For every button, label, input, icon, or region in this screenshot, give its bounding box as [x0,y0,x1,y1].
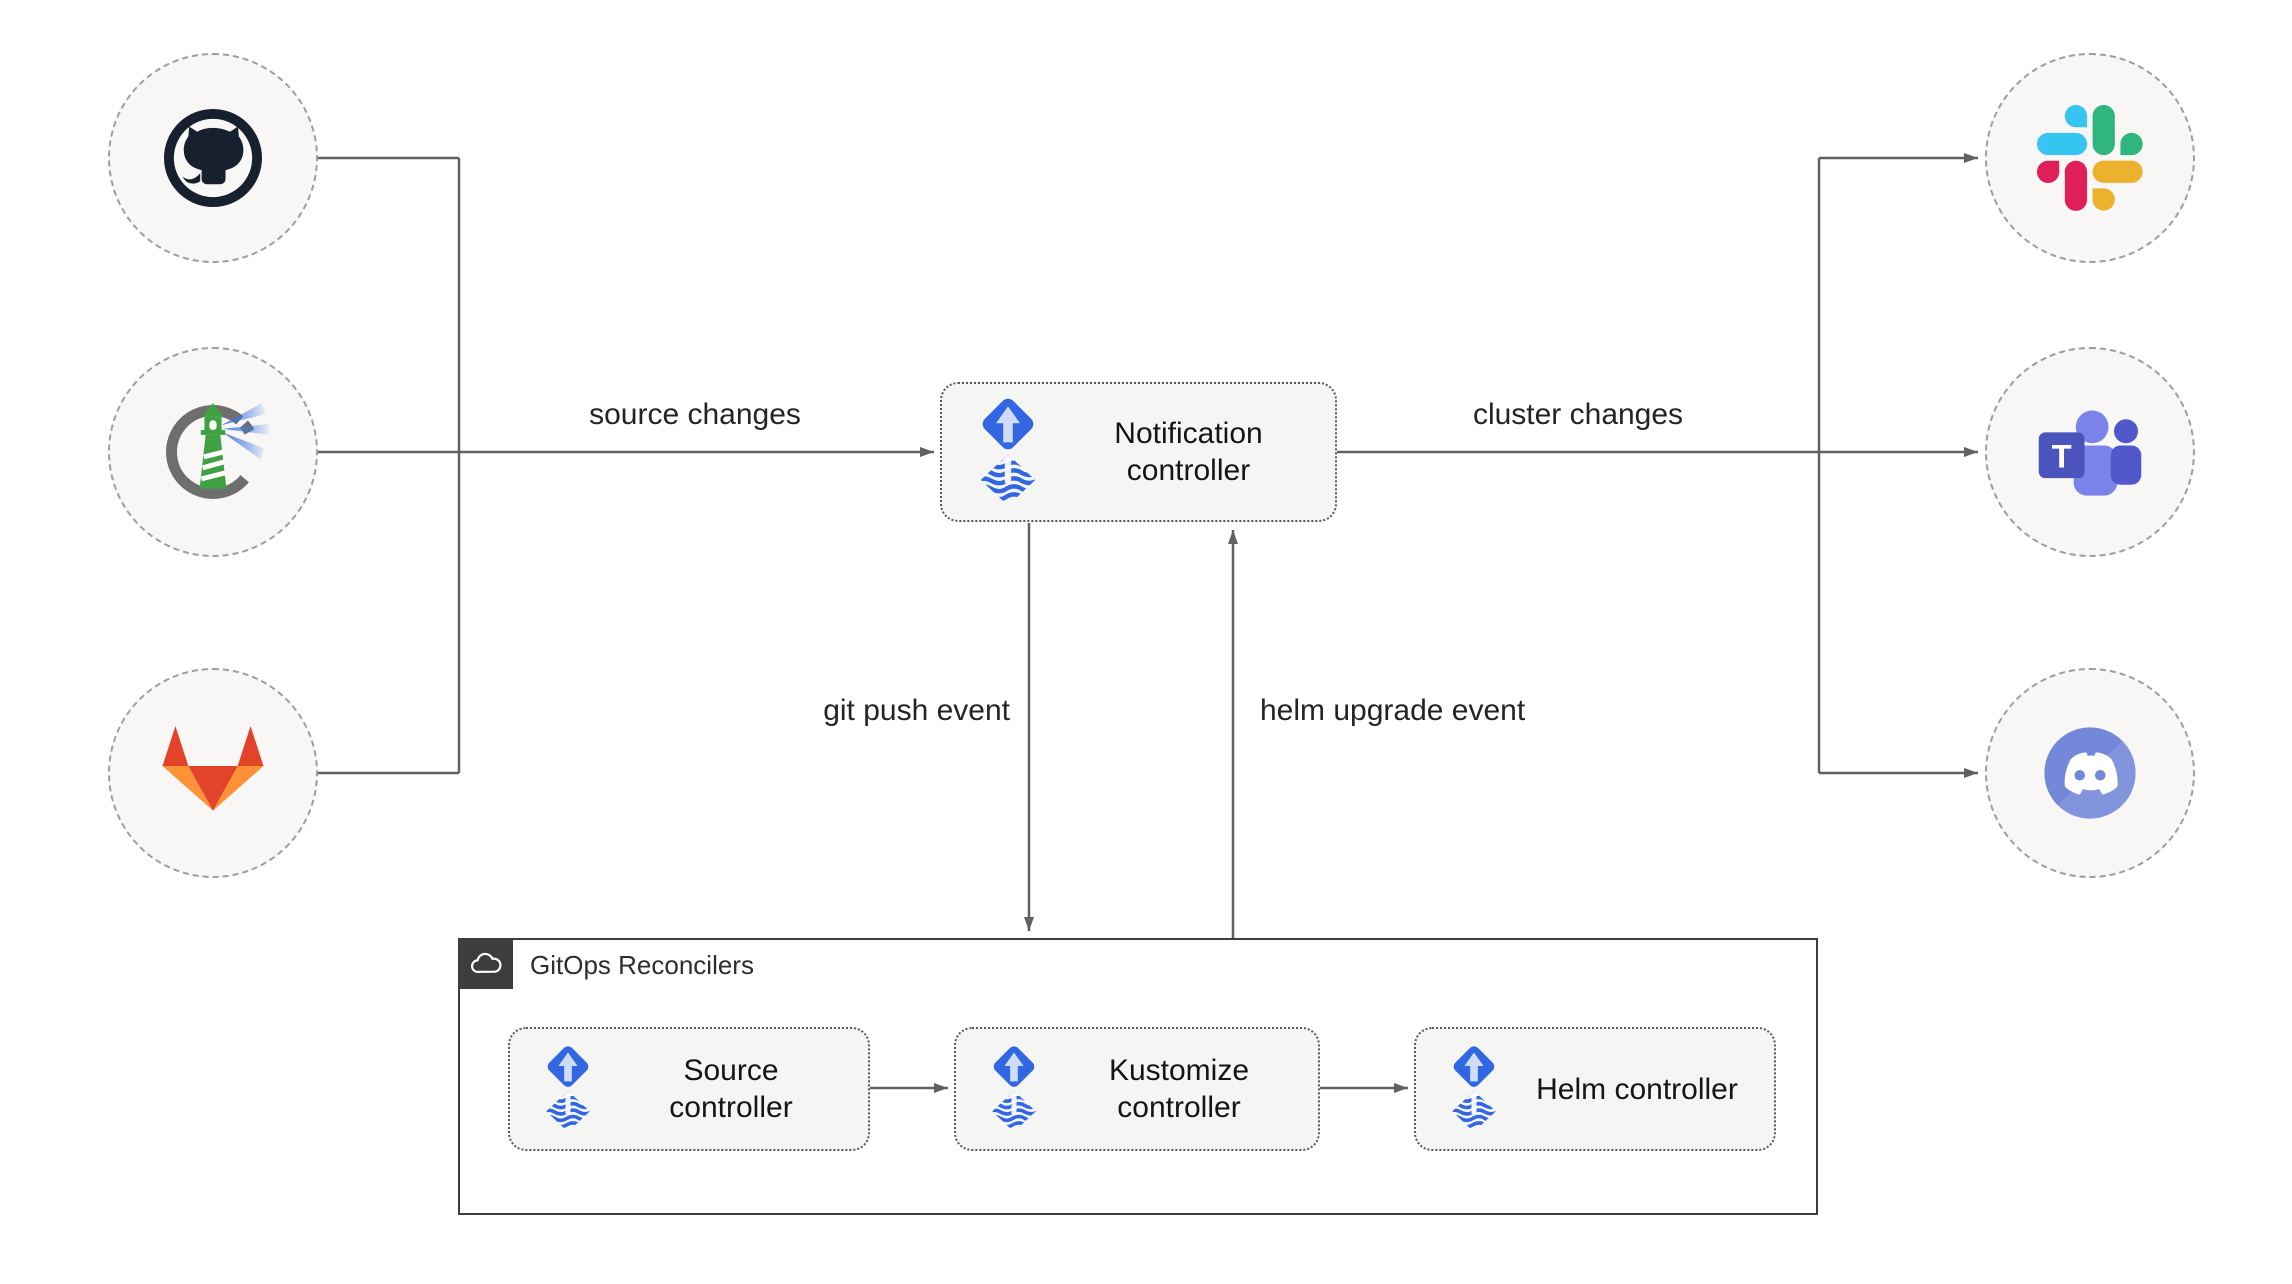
node-harbor [108,347,318,557]
gitlab-icon [162,726,264,811]
helm-controller-label: Helm controller [1536,1072,1738,1106]
source-controller-label: Source controller [669,1054,793,1124]
kustomize-controller-node: Kustomize controller [954,1027,1320,1151]
kustomize-controller-label: Kustomize controller [1108,1054,1250,1124]
discord-icon [2044,727,2136,819]
notification-controller-node: Notification controller [940,382,1337,522]
gitops-reconcilers-group: GitOps Reconcilers [458,938,1818,1215]
group-badge [458,938,513,989]
github-icon [163,108,263,208]
teams-t-letter: T [2052,437,2072,474]
node-github [108,53,318,263]
flux-icon [968,392,1048,512]
node-discord [1985,668,2195,878]
edge-label-source-changes: source changes [589,398,801,431]
slack-icon [2037,105,2143,211]
node-teams: T [1985,347,2195,557]
group-title: GitOps Reconcilers [530,950,754,980]
flux-icon [982,1041,1046,1137]
source-controller-node: Source controller [508,1027,870,1151]
node-slack [1985,53,2195,263]
teams-icon: T [2038,410,2142,496]
edge-label-helm-upgrade-event: helm upgrade event [1260,694,1526,727]
notification-controller-label: Notification controller [1114,417,1263,487]
harbor-icon [166,403,270,499]
edge-label-git-push-event: git push event [823,694,1010,727]
flux-icon [1442,1041,1506,1137]
cloud-icon [470,952,502,973]
node-gitlab [108,668,318,878]
helm-controller-node: Helm controller [1414,1027,1776,1151]
flux-icon [536,1041,600,1137]
edge-label-cluster-changes: cluster changes [1472,398,1684,431]
